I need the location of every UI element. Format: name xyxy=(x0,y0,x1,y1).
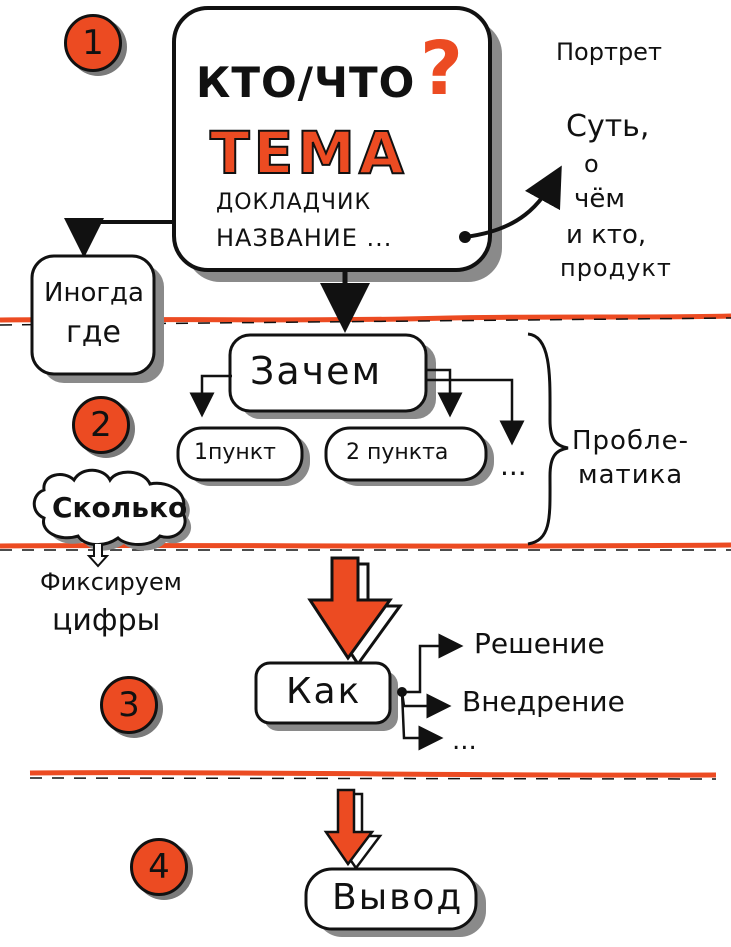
arrow-to-more-how xyxy=(400,691,444,751)
point1-box xyxy=(176,426,304,482)
arrow-to-point2 xyxy=(426,368,463,418)
point2-box xyxy=(324,426,488,482)
how-much-label: Сколько xyxy=(52,491,188,524)
essence-line-5: продукт xyxy=(560,254,672,282)
step-number-1: 1 xyxy=(64,14,122,72)
why-box xyxy=(228,333,428,413)
implementation-label: Внедрение xyxy=(462,685,625,718)
how-much-cloud xyxy=(32,468,187,546)
step-number-2: 2 xyxy=(72,396,130,454)
how-label: Как xyxy=(286,671,362,712)
fix-line-2: цифры xyxy=(52,603,161,638)
speaker-label: ДОКЛАДЧИК xyxy=(216,190,372,215)
small-arrow xyxy=(323,788,375,867)
portrait-label: Портрет xyxy=(556,38,662,66)
who-what-title: КТО/ЧТО xyxy=(196,58,416,107)
more-how-ellipsis: ... xyxy=(452,726,477,756)
arrow-to-fix xyxy=(86,544,110,568)
step-number-4: 4 xyxy=(130,838,188,896)
name-label: НАЗВАНИЕ ... xyxy=(216,224,393,252)
arrow-to-more xyxy=(426,378,525,446)
conclusion-box xyxy=(304,867,478,931)
step-number-3: 3 xyxy=(100,676,158,734)
arrow-to-essence xyxy=(464,165,562,239)
problem-line-2: матика xyxy=(578,460,684,490)
essence-line-1: Суть, xyxy=(566,109,650,144)
essence-line-4: и кто, xyxy=(566,220,647,250)
sometimes-line-2: где xyxy=(66,315,121,350)
solution-label: Решение xyxy=(474,627,605,660)
how-box xyxy=(254,661,392,725)
point1-label: 1пункт xyxy=(194,440,276,465)
theme-label: ТЕМА xyxy=(209,119,408,187)
separator-3 xyxy=(29,770,717,778)
point2-label: 2 пункта xyxy=(346,440,449,465)
essence-line-3: чём xyxy=(574,184,625,214)
separator-3-dash xyxy=(29,777,717,780)
question-mark: ? xyxy=(420,26,463,112)
separator-2 xyxy=(0,542,731,549)
arrow-to-solution xyxy=(402,633,464,694)
problem-brace xyxy=(527,332,569,546)
sometimes-box xyxy=(30,254,156,376)
main-box xyxy=(172,6,492,272)
arrow-to-point1 xyxy=(189,374,232,418)
fix-line-1: Фиксируем xyxy=(40,568,182,596)
arrow-to-implementation xyxy=(400,691,452,719)
why-label: Зачем xyxy=(250,349,383,393)
conclusion-label: Вывод xyxy=(332,877,464,918)
sometimes-line-1: Иногда xyxy=(44,278,144,308)
more-points-ellipsis: ... xyxy=(500,449,527,482)
arrow-to-sometimes xyxy=(64,218,176,258)
problem-line-1: Пробле- xyxy=(572,426,689,456)
essence-line-2: о xyxy=(584,150,599,178)
big-arrow xyxy=(307,556,393,661)
